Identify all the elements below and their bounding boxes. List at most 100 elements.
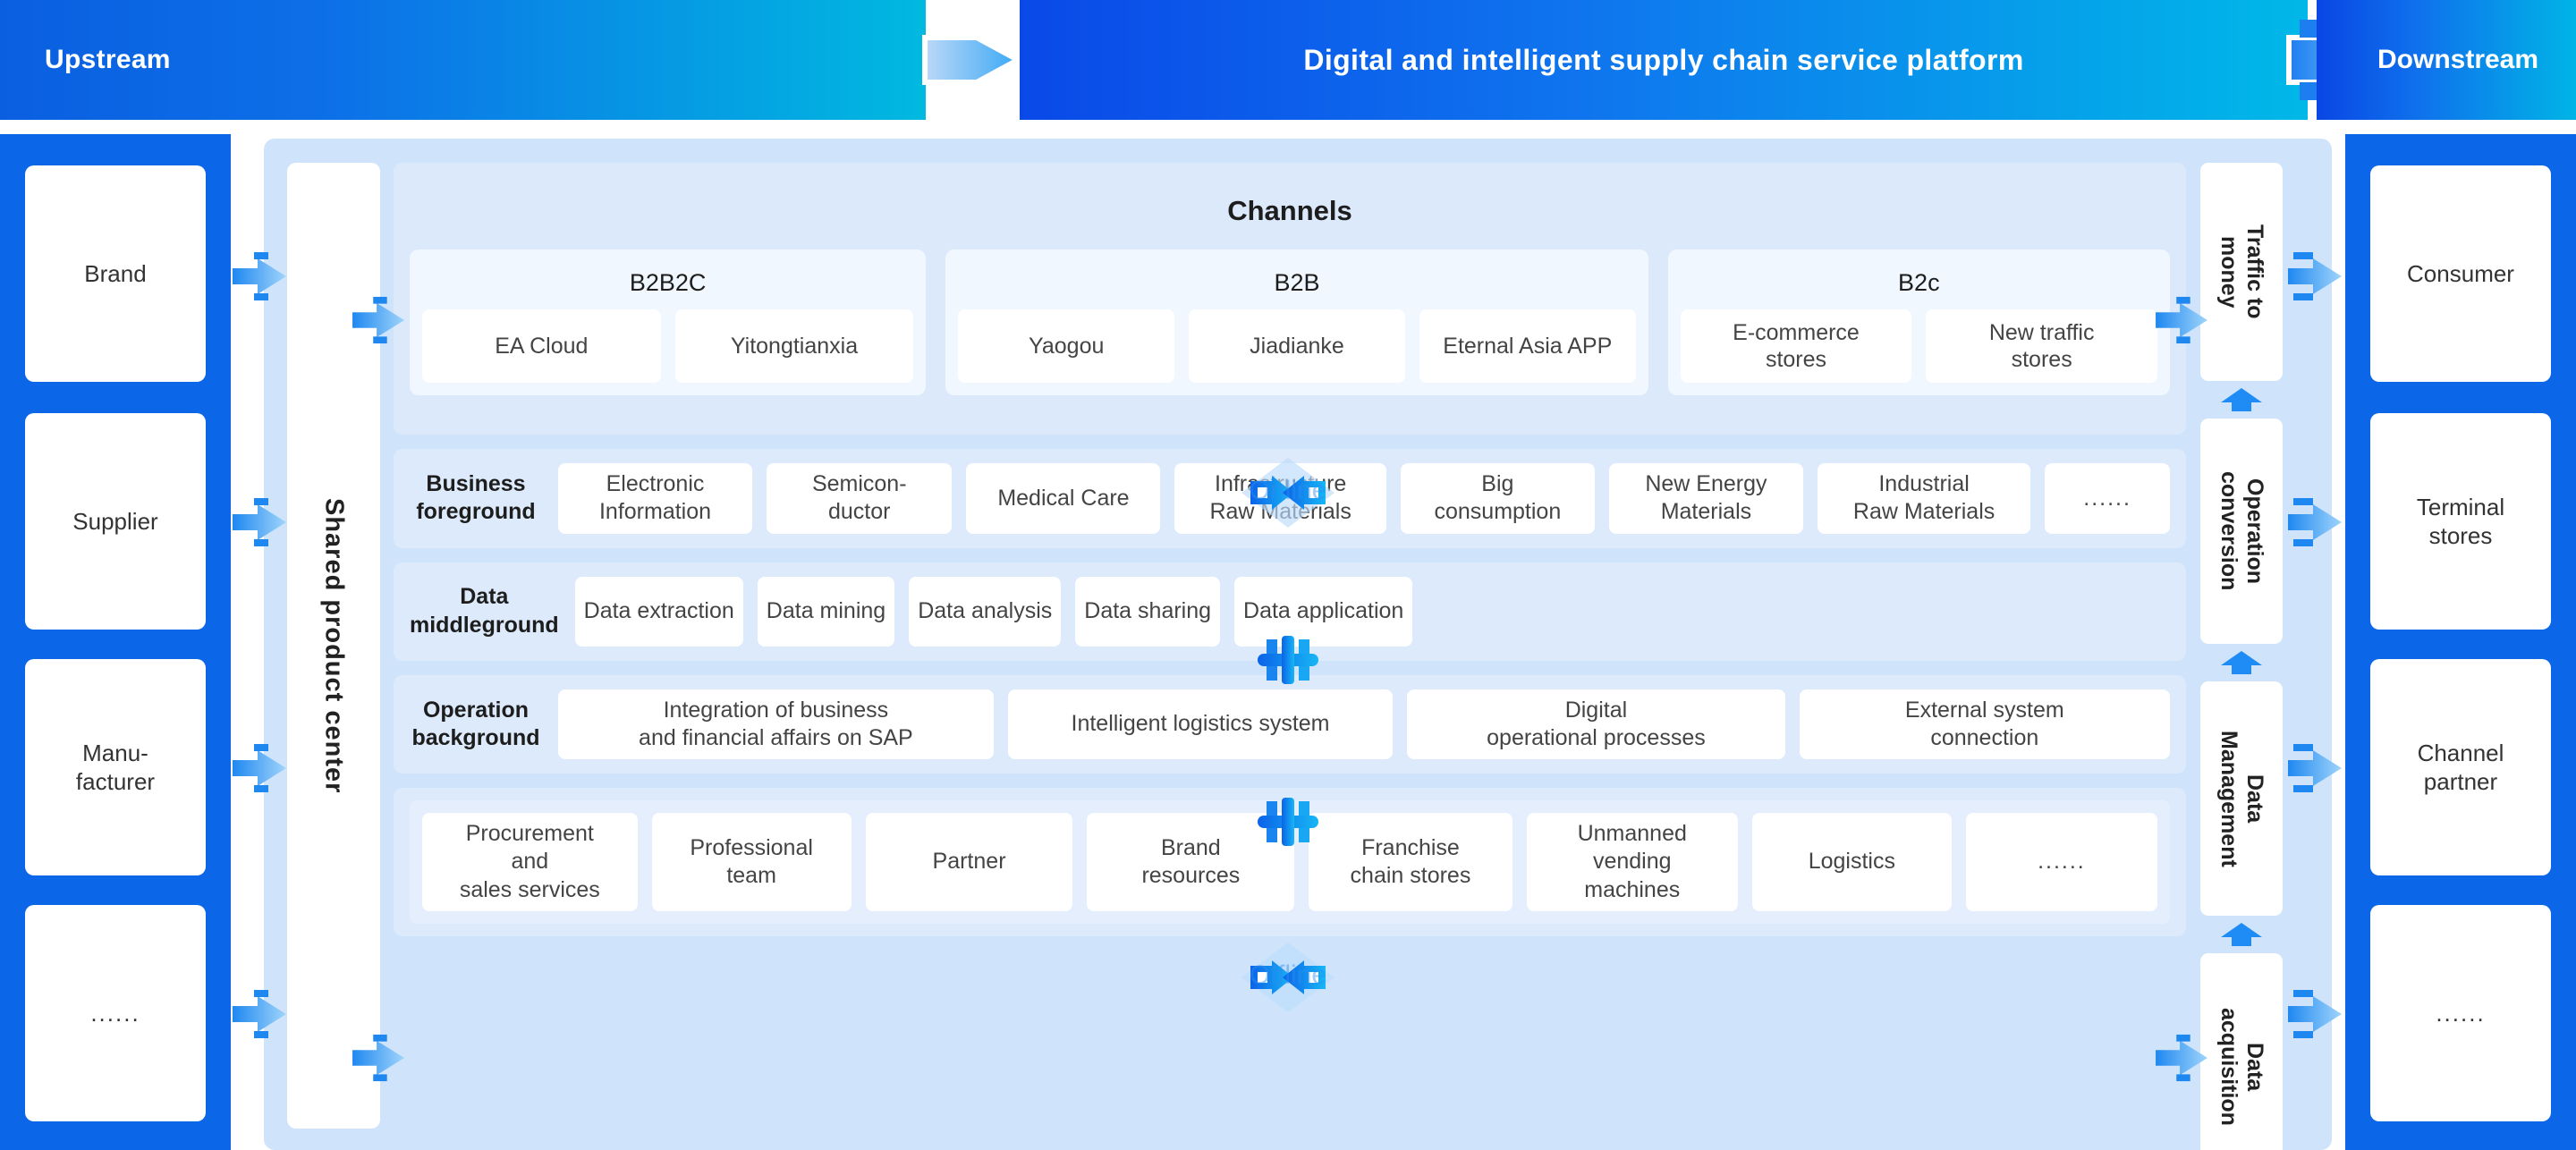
upstream-item-label: Manu-facturer [75, 739, 156, 796]
channel-group-title: B2B2C [629, 269, 707, 296]
operation-item[interactable]: Intelligent logistics system [1007, 689, 1394, 759]
upstream-item-label: Supplier [72, 507, 158, 535]
channel-item[interactable]: Jiadianke [1189, 309, 1405, 383]
downstream-item-more[interactable]: ...... [2370, 905, 2551, 1121]
step-up-arrow-icon [2200, 649, 2283, 676]
upstream-banner: Upstream [0, 0, 926, 120]
flow-arrow-icon [2288, 744, 2342, 792]
upstream-item-supplier[interactable]: Supplier [25, 413, 206, 630]
flow-arrow-icon [233, 744, 286, 792]
flow-arrow-icon [2156, 1034, 2207, 1082]
online-connector-label: Online [1250, 476, 1327, 505]
flow-arrow-icon [233, 498, 286, 546]
downstream-banner: Downstream [2317, 0, 2576, 120]
top-banner: Upstream Digital and intelligent supply … [0, 0, 2576, 125]
data-middleground-item[interactable]: Data analysis [909, 576, 1062, 647]
upstream-item-manufacturer[interactable]: Manu-facturer [25, 659, 206, 875]
downstream-label: Downstream [2377, 45, 2539, 74]
resource-item[interactable]: Partner [865, 813, 1073, 911]
channel-item[interactable]: Yitongtianxia [674, 309, 914, 383]
resource-item-more[interactable]: ...... [1965, 813, 2157, 911]
shared-product-center-label: Shared product center [319, 497, 349, 794]
channel-group-b2b[interactable]: B2B Yaogou Jiadianke Eternal Asia APP [945, 249, 1648, 395]
flow-arrow-icon [233, 990, 286, 1038]
plus-connector-icon [1258, 798, 1318, 846]
channels-row: B2B2C EA Cloud Yitongtianxia B2B Yaogou … [410, 249, 2170, 395]
channels-title: Channels [1227, 195, 1352, 226]
plus-connector-icon [1258, 636, 1318, 684]
channel-item[interactable]: Eternal Asia APP [1419, 309, 1636, 383]
upstream-rail: Brand Supplier Manu-facturer ...... [0, 134, 231, 1150]
step-up-arrow-icon [2200, 386, 2283, 413]
flow-arrow-icon [233, 252, 286, 300]
flow-arrow-icon [352, 1034, 404, 1082]
platform-title-banner: Digital and intelligent supply chain ser… [1020, 0, 2308, 120]
business-item[interactable]: Medical Care [966, 463, 1161, 534]
data-middleground-item[interactable]: Data application [1234, 576, 1413, 647]
channel-item[interactable]: Yaogou [958, 309, 1175, 383]
online-connector-icon: Online [1241, 458, 1335, 528]
upstream-label: Upstream [45, 45, 171, 74]
flow-arrow-icon [2288, 990, 2342, 1038]
data-middleground-item[interactable]: Data sharing [1075, 576, 1221, 647]
flow-arrow-icon [2288, 252, 2342, 300]
flow-arrow-icon [2288, 498, 2342, 546]
resource-item[interactable]: Logistics [1751, 813, 1952, 911]
upstream-item-label: ...... [90, 999, 140, 1027]
step-up-arrow-icon [2200, 921, 2283, 948]
channel-item[interactable]: EA Cloud [422, 309, 661, 383]
offline-connector-label: Offline [1250, 960, 1326, 990]
page-title: Digital and intelligent supply chain ser… [1303, 43, 2024, 76]
business-item[interactable]: Semicon-ductor [767, 463, 953, 534]
channel-group-b2b2c[interactable]: B2B2C EA Cloud Yitongtianxia [410, 249, 927, 395]
upstream-chevron-icon [922, 18, 1024, 102]
center-stack: Channels B2B2C EA Cloud Yitongtianxia B2… [394, 163, 2186, 951]
downstream-item-label: ...... [2436, 999, 2486, 1027]
upstream-item-brand[interactable]: Brand [25, 165, 206, 382]
upstream-item-label: Brand [84, 259, 147, 287]
data-middleground-item[interactable]: Data extraction [574, 576, 743, 647]
data-middleground-item[interactable]: Data mining [757, 576, 895, 647]
flow-arrow-icon [352, 296, 404, 344]
business-item-more[interactable]: ...... [2045, 463, 2170, 534]
downstream-item-consumer[interactable]: Consumer [2370, 165, 2551, 382]
upstream-item-more[interactable]: ...... [25, 905, 206, 1121]
flow-arrow-icon [2156, 296, 2207, 344]
offline-connector-icon: Offline [1241, 943, 1335, 1012]
